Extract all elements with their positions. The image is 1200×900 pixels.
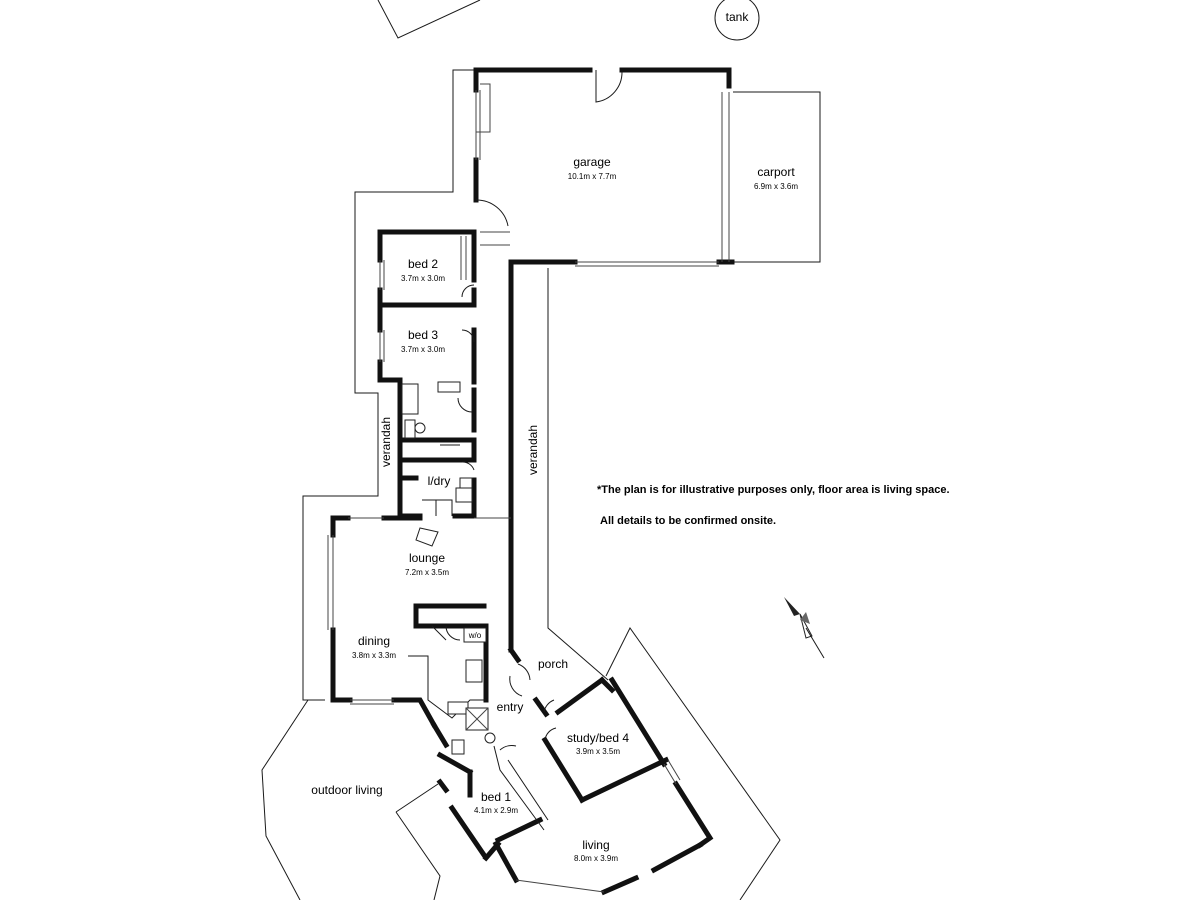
lounge-dining-walls bbox=[327, 515, 511, 729]
laundry-label: l/dry bbox=[428, 474, 451, 488]
bedroom-wing-walls bbox=[377, 229, 514, 653]
confirm-note: All details to be confirmed onsite. bbox=[600, 515, 776, 527]
bed1-size: 4.1m x 2.9m bbox=[474, 806, 518, 815]
carport-size: 6.9m x 3.6m bbox=[754, 182, 798, 191]
living-label: living bbox=[582, 838, 609, 852]
tank-label: tank bbox=[726, 10, 750, 24]
bed2-label: bed 2 bbox=[408, 257, 438, 271]
garage-size: 10.1m x 7.7m bbox=[568, 172, 617, 181]
outdoor-living-outline bbox=[261, 627, 781, 900]
dining-label: dining bbox=[358, 634, 390, 648]
porch-label: porch bbox=[538, 657, 568, 671]
carport-label: carport bbox=[757, 165, 795, 179]
living-size: 8.0m x 3.9m bbox=[574, 854, 618, 863]
tank bbox=[714, 0, 760, 41]
study-size: 3.9m x 3.5m bbox=[576, 747, 620, 756]
garage-label: garage bbox=[573, 155, 611, 169]
entry-label: entry bbox=[497, 700, 524, 714]
study-label: study/bed 4 bbox=[567, 731, 629, 745]
disclaimer-note: *The plan is for illustrative purposes o… bbox=[597, 484, 950, 496]
bed2-size: 3.7m x 3.0m bbox=[401, 274, 445, 283]
outdoor-living-label: outdoor living bbox=[311, 783, 382, 797]
dining-size: 3.8m x 3.3m bbox=[352, 651, 396, 660]
bed1-walls bbox=[430, 707, 549, 862]
lounge-label: lounge bbox=[409, 551, 445, 565]
carport bbox=[733, 91, 821, 263]
east-wing-walls bbox=[492, 646, 714, 896]
walk-in-label: w/o bbox=[468, 631, 482, 640]
verandah-left-label: verandah bbox=[379, 417, 393, 467]
bed3-size: 3.7m x 3.0m bbox=[401, 345, 445, 354]
compass-icon bbox=[784, 597, 825, 659]
wet-area-walls bbox=[397, 377, 477, 519]
verandah-outlines bbox=[302, 69, 609, 701]
bed3-label: bed 3 bbox=[408, 328, 438, 342]
verandah-right-label: verandah bbox=[526, 425, 540, 475]
bed1-label: bed 1 bbox=[481, 790, 511, 804]
garage-walls bbox=[473, 67, 735, 267]
lounge-size: 7.2m x 3.5m bbox=[405, 568, 449, 577]
shed-outline bbox=[377, 0, 481, 39]
